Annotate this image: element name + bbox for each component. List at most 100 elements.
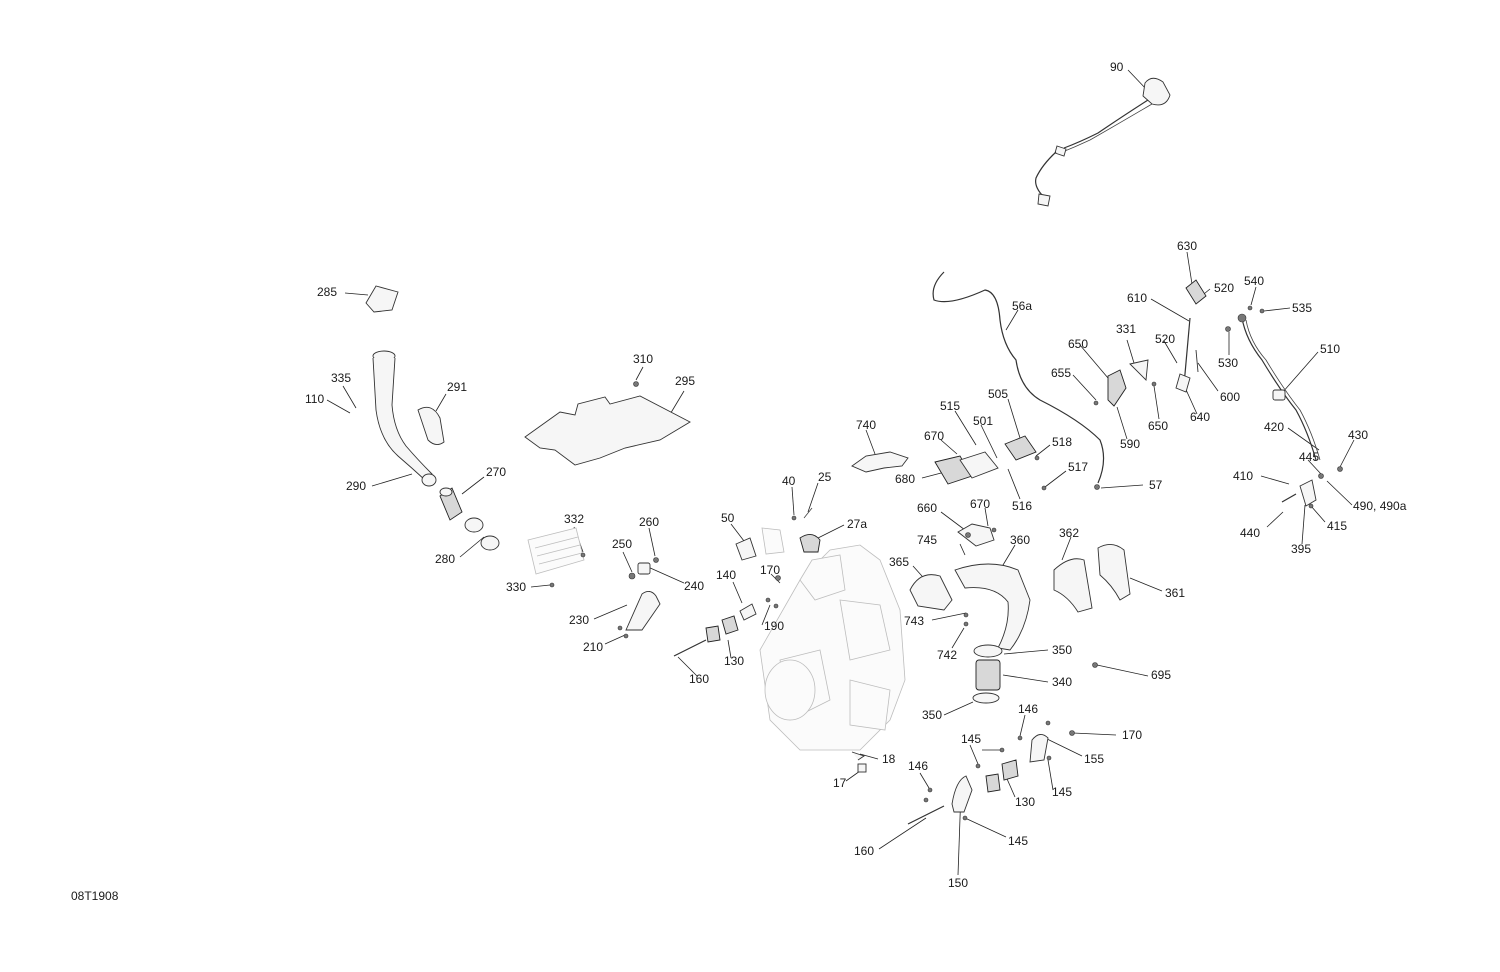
heat-shield-plate-part bbox=[524, 395, 691, 466]
callout-590: 590 bbox=[1120, 437, 1140, 451]
callout-600: 600 bbox=[1220, 390, 1240, 404]
callout-540: 540 bbox=[1244, 274, 1264, 288]
callout-360: 360 bbox=[1010, 533, 1030, 547]
callout-350-bottom: 350 bbox=[922, 708, 942, 722]
callout-labels: 90 285 335 110 291 290 270 280 310 295 3… bbox=[305, 60, 1407, 890]
intake-manifold-part bbox=[954, 563, 1031, 651]
callout-395: 395 bbox=[1291, 542, 1311, 556]
callout-610: 610 bbox=[1127, 291, 1147, 305]
callout-90: 90 bbox=[1110, 60, 1124, 74]
callout-57: 57 bbox=[1149, 478, 1163, 492]
callout-670-bottom: 670 bbox=[970, 497, 990, 511]
callout-40: 40 bbox=[782, 474, 796, 488]
callout-415: 415 bbox=[1327, 519, 1347, 533]
callout-745: 745 bbox=[917, 533, 937, 547]
callout-18: 18 bbox=[882, 752, 896, 766]
callout-332: 332 bbox=[564, 512, 584, 526]
callout-655: 655 bbox=[1051, 366, 1071, 380]
callout-17: 17 bbox=[833, 776, 847, 790]
callout-25: 25 bbox=[818, 470, 832, 484]
callout-520-top: 520 bbox=[1214, 281, 1234, 295]
callout-520-mid: 520 bbox=[1155, 332, 1175, 346]
callout-440: 440 bbox=[1240, 526, 1260, 540]
callout-365: 365 bbox=[889, 555, 909, 569]
callout-130-right: 130 bbox=[1015, 795, 1035, 809]
callout-110: 110 bbox=[305, 392, 324, 406]
callout-170-left: 170 bbox=[760, 563, 780, 577]
callout-290: 290 bbox=[346, 479, 366, 493]
callout-501: 501 bbox=[973, 414, 993, 428]
callout-155: 155 bbox=[1084, 752, 1104, 766]
callout-280: 280 bbox=[435, 552, 455, 566]
linkage-rod-part bbox=[1237, 313, 1321, 461]
callout-160-bottom: 160 bbox=[854, 844, 874, 858]
intake-elbow-part bbox=[909, 574, 953, 611]
callout-145-top: 145 bbox=[961, 732, 981, 746]
callout-170-right: 170 bbox=[1122, 728, 1142, 742]
callout-505: 505 bbox=[988, 387, 1008, 401]
clamp-part bbox=[464, 517, 500, 551]
callout-630: 630 bbox=[1177, 239, 1197, 253]
callout-130-left: 130 bbox=[724, 654, 744, 668]
callout-331: 331 bbox=[1116, 322, 1136, 336]
heat-shield-panel-part bbox=[1053, 558, 1093, 613]
intake-filter-part bbox=[972, 644, 1003, 704]
callout-330: 330 bbox=[506, 580, 526, 594]
leader-lines bbox=[326, 69, 1355, 876]
callout-340: 340 bbox=[1052, 675, 1072, 689]
callout-695: 695 bbox=[1151, 668, 1171, 682]
callout-518: 518 bbox=[1052, 435, 1072, 449]
callout-515: 515 bbox=[940, 399, 960, 413]
air-inlet-tube-part bbox=[372, 350, 437, 487]
callout-310: 310 bbox=[633, 352, 653, 366]
air-boot-part bbox=[439, 487, 463, 521]
callout-516: 516 bbox=[1012, 499, 1032, 513]
callout-146-bottom: 146 bbox=[908, 759, 928, 773]
callout-490-490a: 490, 490a bbox=[1353, 499, 1407, 513]
callout-740: 740 bbox=[856, 418, 876, 432]
callout-145-bottom: 145 bbox=[1008, 834, 1028, 848]
callout-445: 445 bbox=[1299, 450, 1319, 464]
engine-assembly-part bbox=[759, 544, 906, 751]
callout-410: 410 bbox=[1233, 469, 1253, 483]
callout-291: 291 bbox=[447, 380, 467, 394]
callout-260: 260 bbox=[639, 515, 659, 529]
callout-361: 361 bbox=[1165, 586, 1185, 600]
callout-510: 510 bbox=[1320, 342, 1340, 356]
callout-650-top: 650 bbox=[1068, 337, 1088, 351]
callout-210: 210 bbox=[583, 640, 603, 654]
callout-140: 140 bbox=[716, 568, 736, 582]
part-drawings bbox=[365, 77, 1343, 825]
callout-350-top: 350 bbox=[1052, 643, 1072, 657]
callout-362: 362 bbox=[1059, 526, 1079, 540]
callout-430: 430 bbox=[1348, 428, 1368, 442]
electrical-bracket-part bbox=[851, 451, 909, 473]
callout-743: 743 bbox=[904, 614, 924, 628]
callout-230: 230 bbox=[569, 613, 589, 627]
callout-295: 295 bbox=[675, 374, 695, 388]
callout-285: 285 bbox=[317, 285, 337, 299]
callout-680: 680 bbox=[895, 472, 915, 486]
callout-742: 742 bbox=[937, 648, 957, 662]
callout-27a: 27a bbox=[847, 517, 867, 531]
drawing-id: 08T1908 bbox=[71, 889, 119, 903]
callout-640: 640 bbox=[1190, 410, 1210, 424]
lever-arm-part bbox=[951, 775, 973, 813]
callout-660: 660 bbox=[917, 501, 937, 515]
callout-145-right: 145 bbox=[1052, 785, 1072, 799]
callout-240: 240 bbox=[684, 579, 704, 593]
callout-270: 270 bbox=[486, 465, 506, 479]
duct-shield-part bbox=[417, 406, 445, 445]
callout-670-top: 670 bbox=[924, 429, 944, 443]
callout-50: 50 bbox=[721, 511, 735, 525]
callout-517: 517 bbox=[1068, 460, 1088, 474]
intake-cover-part bbox=[365, 285, 399, 313]
control-module-part bbox=[934, 435, 1047, 491]
callout-335: 335 bbox=[331, 371, 351, 385]
callout-420: 420 bbox=[1264, 420, 1284, 434]
pivot-arm-part bbox=[1029, 734, 1049, 763]
callout-56a: 56a bbox=[1012, 299, 1032, 313]
air-filter-part bbox=[527, 527, 585, 575]
callout-160-left: 160 bbox=[689, 672, 709, 686]
callout-146-right: 146 bbox=[1018, 702, 1038, 716]
